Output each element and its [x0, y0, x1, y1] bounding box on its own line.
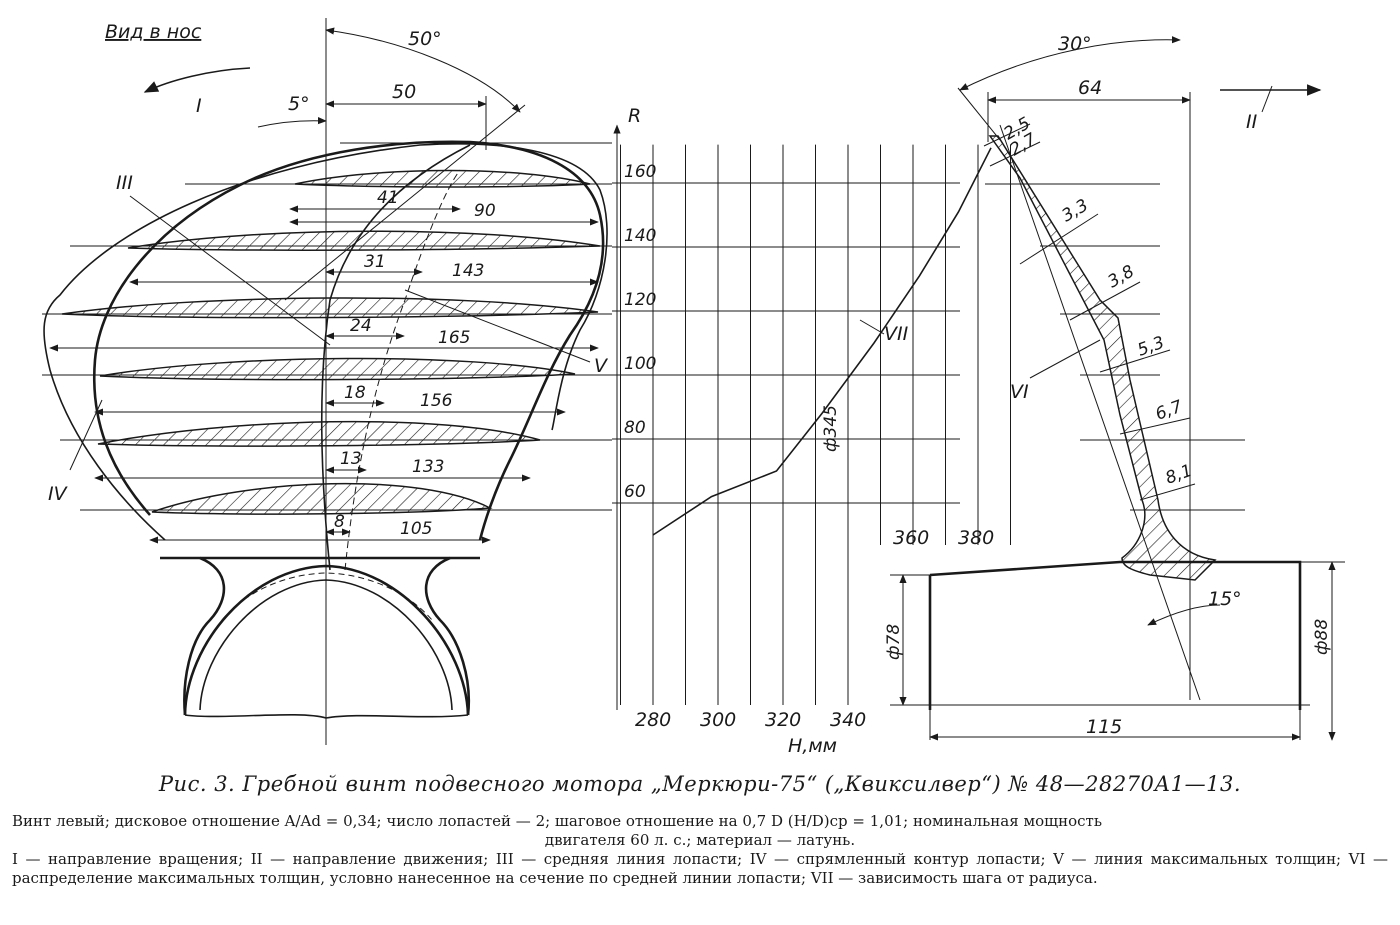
view-title: Вид в нос: [105, 21, 202, 43]
propeller-drawing: Вид в нос I III IV V 50° 5° 50 41 90 31 …: [42, 18, 1345, 757]
label-V: V: [594, 355, 609, 377]
label-III: III: [116, 172, 133, 194]
tick-r-160: 160: [624, 162, 656, 182]
width-133: 133: [412, 457, 444, 477]
tick-r-120: 120: [624, 290, 656, 310]
tick-h-340: 340: [830, 709, 866, 731]
label-dim-64: 64: [1078, 77, 1102, 99]
label-angle-30: 30°: [1058, 33, 1092, 55]
dia-345: ф345: [821, 405, 841, 452]
width-90: 90: [474, 201, 496, 221]
blade-outline: [93, 140, 605, 541]
label-II: II: [1246, 111, 1258, 133]
thickness-3-3: 3,3: [1059, 195, 1092, 226]
label-angle-5: 5°: [288, 93, 310, 115]
offset-8: 8: [334, 512, 345, 532]
tick-h-300: 300: [700, 709, 736, 731]
hub-left: [160, 556, 480, 719]
tick-h-380: 380: [958, 527, 994, 549]
arc-50deg: [325, 27, 521, 113]
label-dim-50: 50: [392, 81, 416, 103]
hub-right: [890, 560, 1345, 741]
leader-IV: [69, 399, 103, 471]
chart-grid: [612, 124, 1011, 710]
tick-r-60: 60: [624, 482, 646, 502]
width-156: 156: [420, 391, 453, 411]
thickness-5-3: 5,3: [1135, 333, 1167, 361]
tick-h-360: 360: [893, 527, 929, 549]
tick-r-80: 80: [624, 418, 646, 438]
label-VII: VII: [884, 323, 909, 345]
width-165: 165: [438, 328, 470, 348]
offset-13: 13: [340, 449, 362, 469]
leader-V: [404, 289, 591, 363]
axis-label-H: H,мм: [788, 735, 837, 757]
thickness-distribution: [988, 135, 1217, 581]
figure-notes: Винт левый; дисковое отношение A/Ad = 0,…: [12, 812, 1388, 888]
blade-view: Вид в нос I III IV V 50° 5° 50 41 90 31 …: [42, 18, 612, 745]
blade-axis-line: [999, 124, 1201, 701]
thickness-3-8: 3,8: [1105, 261, 1139, 292]
label-I: I: [196, 95, 202, 117]
leader-50: [284, 104, 526, 301]
rectified-contour: [43, 143, 608, 541]
max-thickness-line: [344, 169, 461, 571]
width-143: 143: [452, 261, 484, 281]
tick-h-280: 280: [635, 709, 671, 731]
offset-18: 18: [344, 383, 366, 403]
arc-5deg: [257, 117, 327, 128]
tick-h-320: 320: [765, 709, 801, 731]
rotation-arrow-I: [143, 67, 251, 93]
arc-15deg: [1147, 604, 1221, 626]
pitch-curve: [652, 147, 992, 536]
notes-line-2: двигателя 60 л. с.; материал — латунь.: [544, 831, 856, 849]
mean-line: [320, 144, 471, 571]
dia-88: ф88: [1312, 619, 1332, 655]
blade-sections: [61, 169, 601, 515]
label-angle-50: 50°: [408, 28, 442, 50]
notes-line-3: I — направление вращения; II — направлен…: [12, 850, 1388, 887]
offset-31: 31: [364, 252, 386, 272]
blade-side-section: 30° 64 II VI 15° 115 ф78 ф88 2,5 2,7 3,3…: [884, 33, 1345, 741]
offset-24: 24: [350, 316, 372, 336]
label-IV: IV: [48, 483, 69, 505]
label-VI: VI: [1010, 381, 1029, 403]
leader-III: [129, 195, 331, 346]
arc-30deg: [959, 36, 1181, 91]
label-angle-15: 15°: [1208, 588, 1242, 610]
chart-ticks: 60 80 100 120 140 160 280 300 320 340 360 380: [624, 162, 994, 731]
side-section-lines: [985, 183, 1245, 511]
pitch-chart: 60 80 100 120 140 160 280 300 320 340 360 380 R H,м…: [612, 105, 1011, 757]
tick-r-100: 100: [624, 354, 656, 374]
notes-line-1: Винт левый; дисковое отношение A/Ad = 0,…: [12, 812, 1103, 830]
offset-41: 41: [377, 188, 399, 208]
tick-r-140: 140: [624, 226, 656, 246]
figure-caption: Рис. 3. Гребной винт подвесного мотора „…: [158, 772, 1242, 796]
width-105: 105: [400, 519, 432, 539]
thickness-leaders: [983, 123, 1196, 501]
dia-78: ф78: [884, 624, 904, 660]
axis-label-R: R: [628, 105, 641, 127]
label-dim-115: 115: [1086, 716, 1122, 738]
section-dimensions: [49, 205, 599, 544]
